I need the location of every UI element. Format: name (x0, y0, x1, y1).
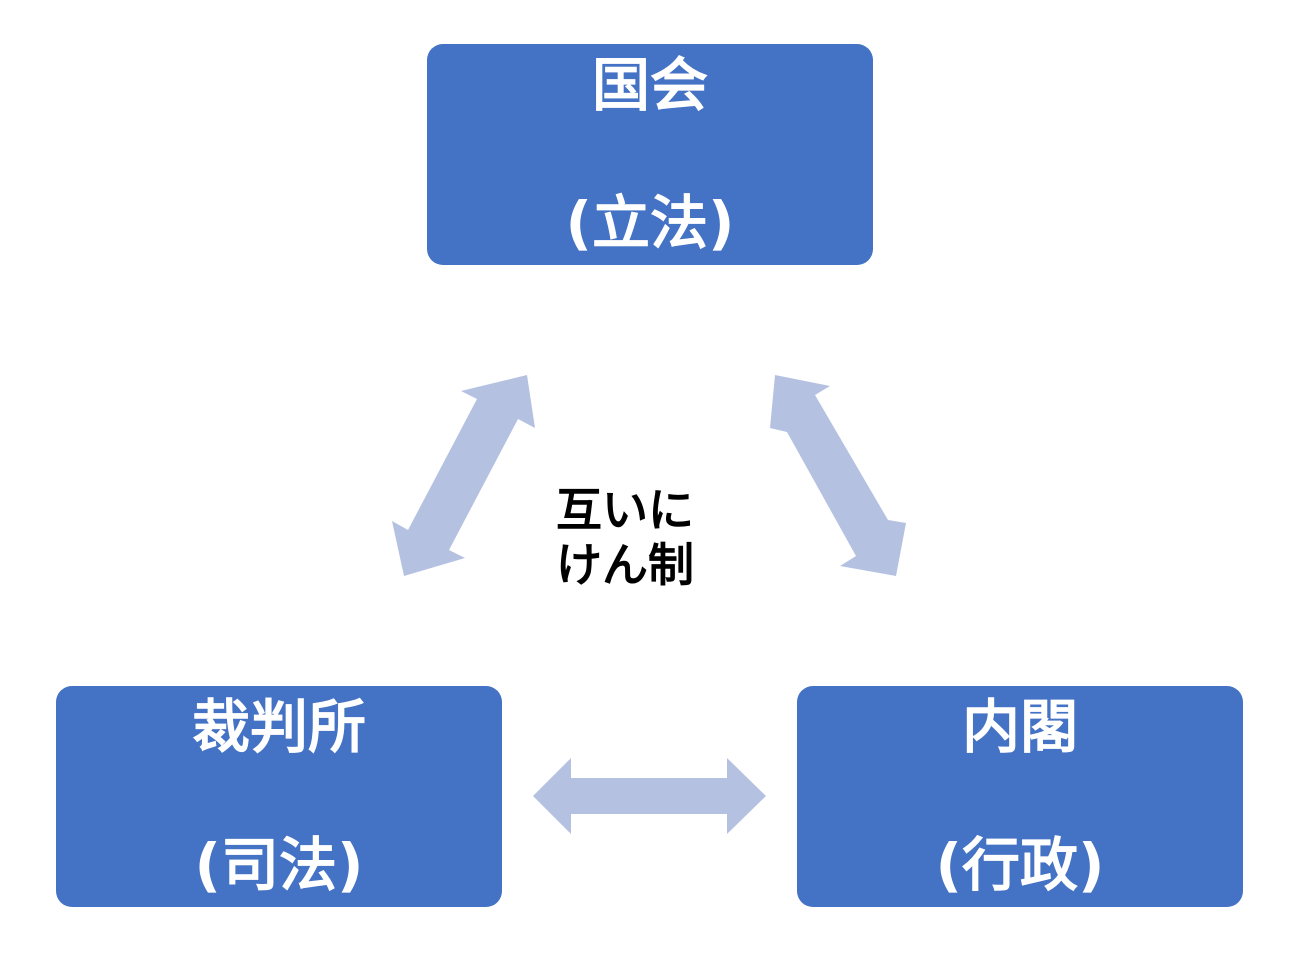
node-executive: 内閣 (行政) (797, 686, 1243, 907)
mutual-check-label-line1: 互いに (556, 483, 694, 537)
node-executive-name: 内閣 (961, 693, 1078, 761)
node-judiciary-role: (司法) (194, 831, 364, 899)
node-judiciary-name: 裁判所 (191, 693, 366, 761)
node-judiciary: 裁判所 (司法) (56, 686, 502, 907)
node-legislature-name: 国会 (591, 51, 708, 119)
node-legislature: 国会 (立法) (427, 44, 873, 265)
node-executive-role: (行政) (935, 831, 1105, 899)
double-arrow-legislature-executive (770, 375, 906, 576)
double-arrow-judiciary-executive (533, 758, 766, 834)
mutual-check-label: 互いに けん制 (520, 483, 730, 593)
double-arrow-legislature-judiciary (392, 375, 535, 576)
node-legislature-role: (立法) (565, 189, 735, 257)
mutual-check-label-line2: けん制 (556, 538, 694, 592)
